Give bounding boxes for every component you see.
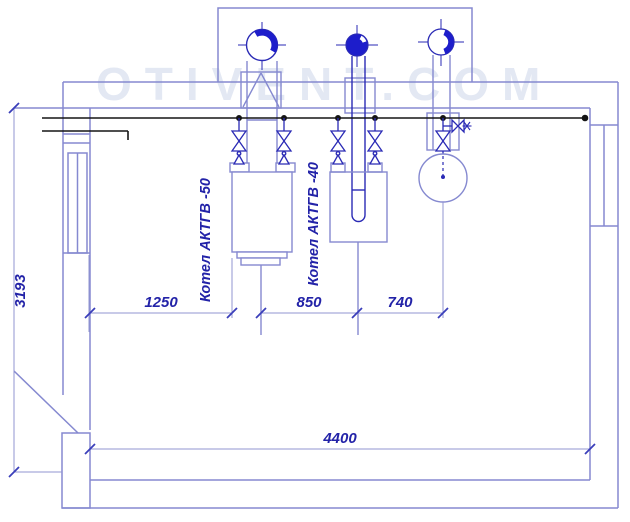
dimensions: 1250 850 740 4400 3193 — [8, 102, 596, 478]
stack2-sleeve — [344, 77, 376, 114]
valve-icon — [230, 118, 248, 165]
chimney-enclosure — [217, 7, 473, 82]
boiler-2-label: Котел АКТГВ -40 — [306, 162, 322, 286]
boiler-2 — [329, 162, 388, 335]
boilers — [229, 162, 388, 335]
purge-cock-icon — [443, 118, 472, 134]
walls — [13, 7, 619, 509]
valves — [230, 118, 472, 165]
boiler-1-label: Котел АКТГВ -50 — [198, 178, 214, 302]
dim-4400: 4400 — [322, 430, 357, 447]
bottom-pier — [61, 432, 91, 509]
dim-1250: 1250 — [144, 294, 178, 311]
left-window — [63, 133, 90, 254]
dim-740: 740 — [387, 294, 413, 311]
pipe-end-dot — [581, 114, 589, 122]
draft-hood-box — [240, 71, 282, 109]
door-diagonal — [13, 370, 79, 434]
gas-pipe — [42, 114, 589, 140]
dim-3193: 3193 — [12, 274, 29, 308]
boiler-1 — [229, 162, 296, 335]
right-window — [590, 124, 618, 227]
flue-fans — [238, 19, 464, 70]
dim-850: 850 — [296, 294, 322, 311]
valve-icon — [366, 118, 384, 165]
valve-icon — [275, 118, 293, 165]
valve-icon — [329, 118, 347, 165]
watermark: OTIVENT.COM — [96, 58, 553, 110]
valve-icon — [434, 118, 452, 154]
u-tube — [351, 214, 366, 223]
flue-fan-1-icon — [238, 22, 286, 70]
flue-fan-2-icon — [336, 25, 378, 67]
flue-fan-3-icon — [418, 19, 464, 66]
dim-ticks — [8, 102, 596, 478]
water-heater — [418, 153, 468, 203]
flue-stacks — [240, 55, 460, 223]
